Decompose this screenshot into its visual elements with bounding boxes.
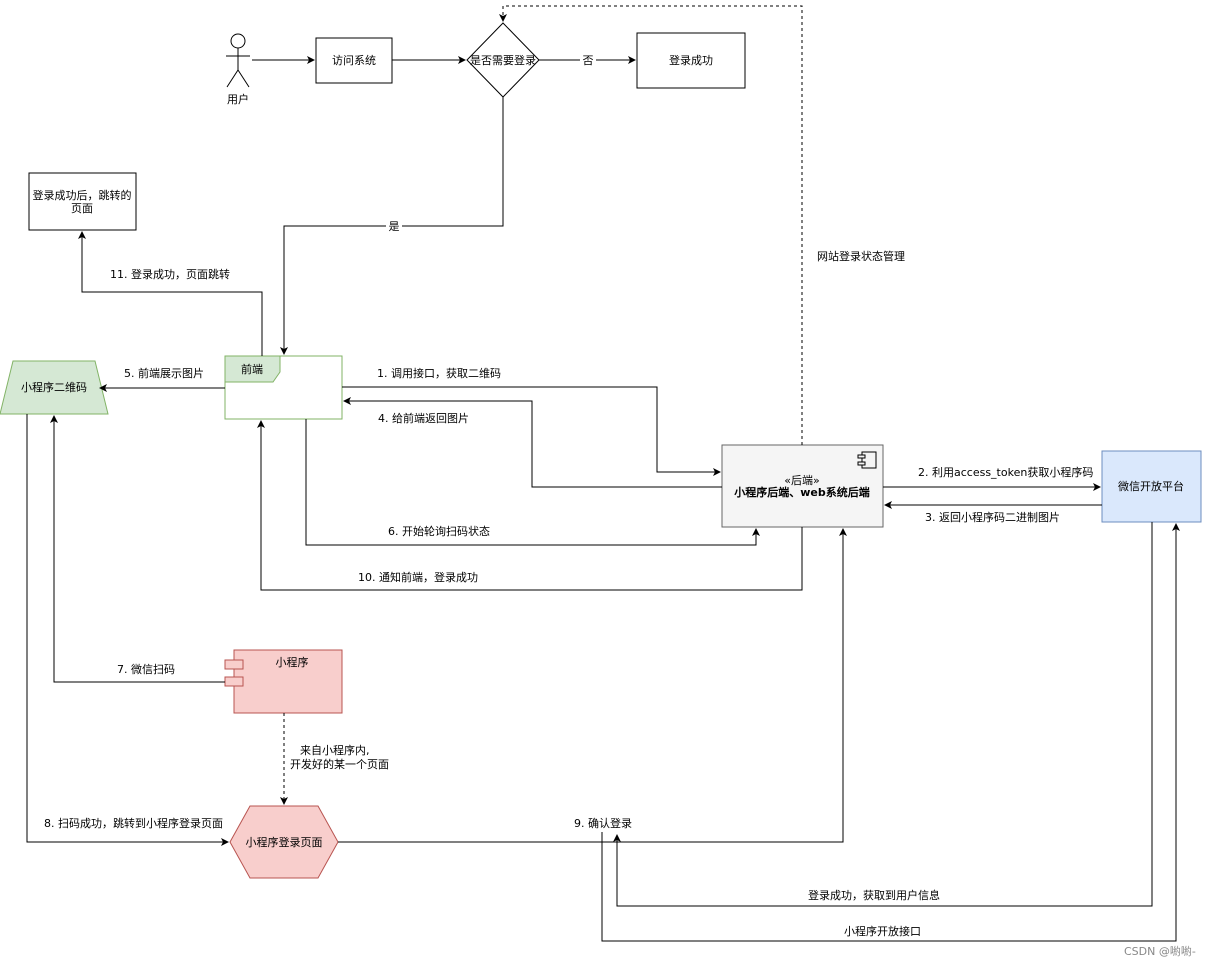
edge-mp-open-api — [601, 523, 1180, 942]
edge-3-label: 3. 返回小程序码二进制图片 — [925, 510, 1060, 524]
edge-no-label: 否 — [583, 54, 594, 67]
edge-7-scan — [50, 415, 225, 683]
edge-11-label: 11. 登录成功，页面跳转 — [110, 267, 230, 281]
redirect-page-label-1: 登录成功后，跳转的 — [33, 188, 132, 202]
edge-4-return-image — [343, 397, 722, 488]
redirect-page-node: 登录成功后，跳转的 页面 — [28, 172, 137, 231]
mp-login-page-node: 小程序登录页面 — [229, 805, 339, 879]
qrcode-node: 小程序二维码 — [0, 360, 109, 415]
edge-6-polling — [305, 419, 760, 546]
edge-1-label: 1. 调用接口，获取二维码 — [377, 367, 501, 380]
edge-1-get-qrcode — [342, 386, 721, 476]
user-info-label: 登录成功，获取到用户信息 — [808, 888, 940, 902]
need-login-decision: 是否需要登录 — [466, 22, 540, 98]
frontend-node: 前端 — [224, 355, 343, 420]
watermark: CSDN @喲喲- — [1124, 944, 1196, 958]
login-success-label: 登录成功 — [669, 53, 713, 67]
visit-system-label: 访问系统 — [332, 54, 376, 67]
edge-7-label: 7. 微信扫码 — [117, 662, 175, 676]
edge-9-label: 9. 确认登录 — [574, 816, 632, 830]
wechat-platform-label: 微信开放平台 — [1118, 479, 1184, 493]
user-actor: 用户 — [226, 33, 250, 106]
backend-label: 小程序后端、web系统后端 — [733, 485, 870, 499]
miniprogram-label: 小程序 — [276, 655, 309, 669]
user-actor-label: 用户 — [227, 92, 249, 106]
edge-11-redirect — [78, 231, 263, 356]
edge-9-confirm — [338, 528, 847, 843]
edge-10-notify — [257, 420, 803, 591]
edge-yes-label: 是 — [389, 220, 400, 233]
miniprogram-node: 小程序 — [224, 649, 343, 714]
frontend-label: 前端 — [241, 362, 263, 376]
component-icon — [857, 451, 877, 469]
edge-4-label: 4. 给前端返回图片 — [378, 411, 469, 425]
edge-5-label: 5. 前端展示图片 — [124, 366, 204, 380]
edge-2-label: 2. 利用access_token获取小程序码 — [918, 465, 1093, 479]
wechat-platform-node: 微信开放平台 — [1101, 450, 1202, 523]
edge-6-label: 6. 开始轮询扫码状态 — [388, 524, 490, 538]
edge-8-label: 8. 扫码成功，跳转到小程序登录页面 — [44, 816, 223, 830]
need-login-label: 是否需要登录 — [470, 53, 536, 67]
qrcode-label: 小程序二维码 — [21, 380, 87, 394]
backend-node: «后端» 小程序后端、web系统后端 — [721, 444, 884, 528]
visit-system-node: 访问系统 — [315, 37, 393, 84]
edge-10-label: 10. 通知前端，登录成功 — [358, 570, 478, 584]
edge-user-info — [613, 522, 1153, 907]
from-mp-label-1: 来自小程序内, — [300, 743, 370, 757]
edge-site-login-state — [499, 5, 803, 445]
redirect-page-label-2: 页面 — [71, 202, 93, 215]
login-success-node: 登录成功 — [636, 32, 746, 89]
mp-login-page-label: 小程序登录页面 — [246, 835, 323, 849]
edge-8-scan-success — [26, 414, 229, 846]
site-login-state-label: 网站登录状态管理 — [817, 249, 905, 263]
from-mp-label-2: 开发好的某一个页面 — [290, 757, 389, 771]
backend-stereotype: «后端» — [784, 474, 819, 487]
mp-open-api-label: 小程序开放接口 — [844, 924, 921, 938]
